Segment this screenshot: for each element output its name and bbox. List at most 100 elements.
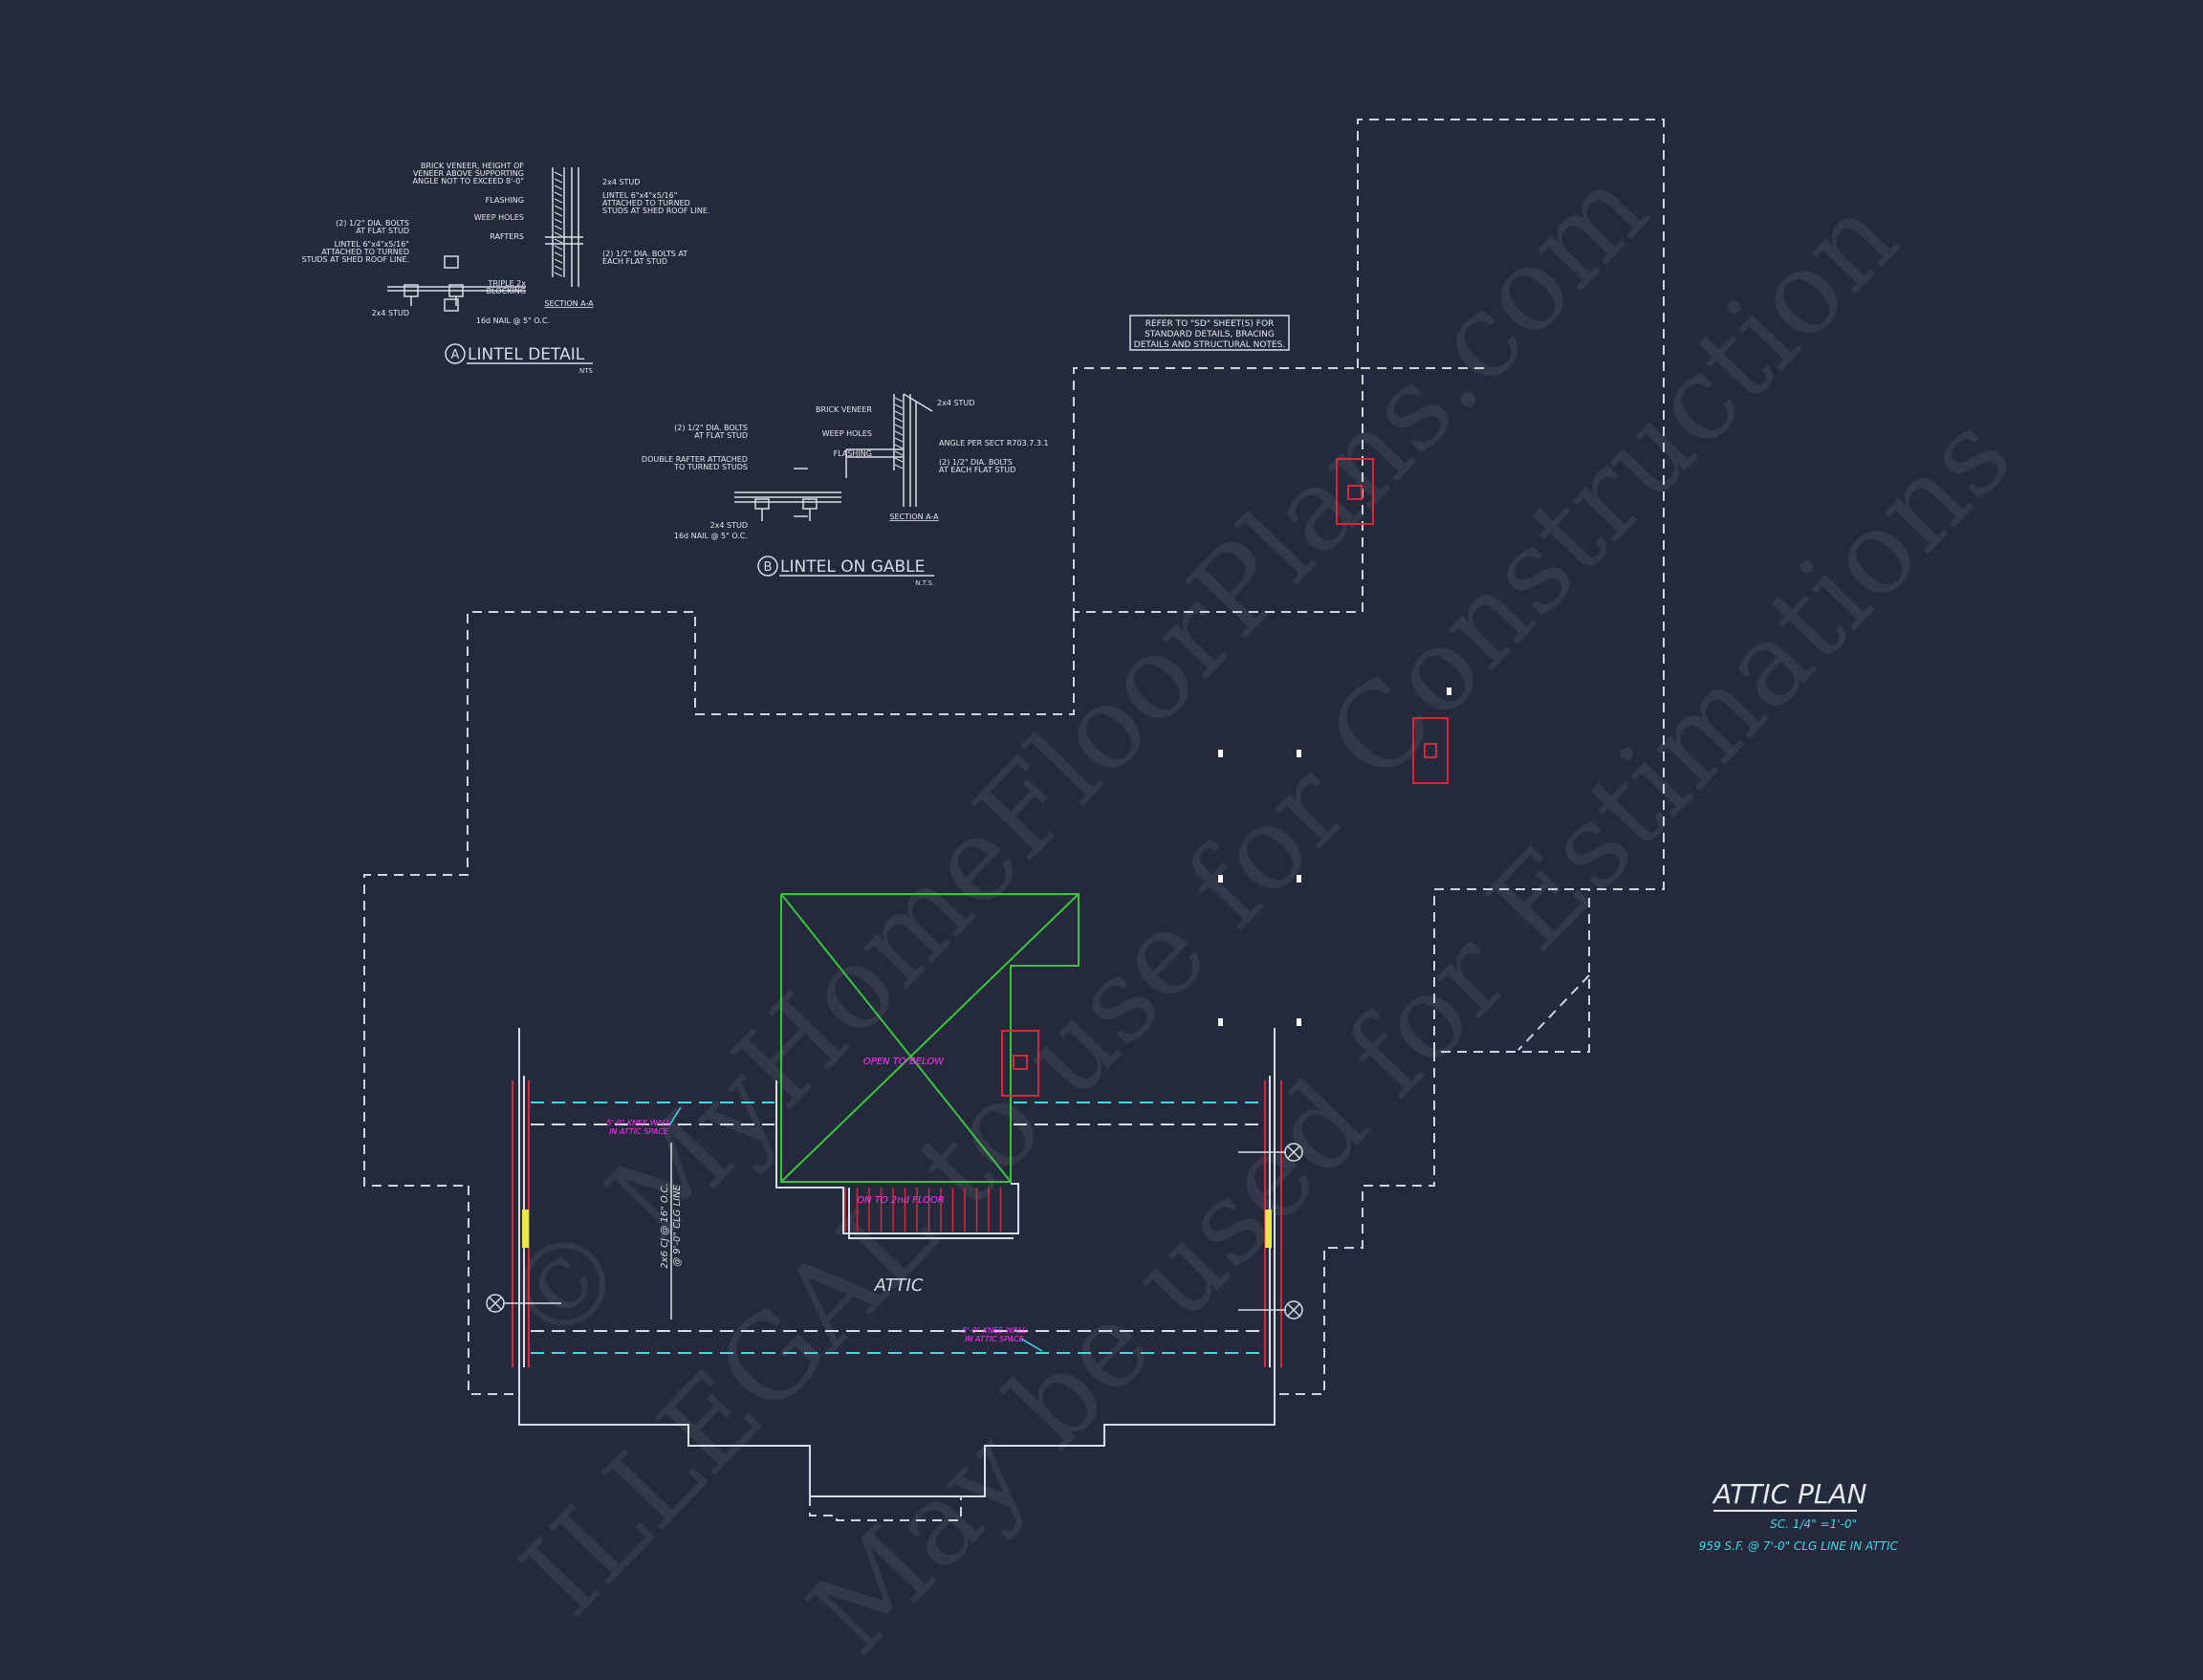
chimney-east bbox=[1412, 717, 1449, 784]
lintel-a-note-nail: 16d NAIL @ 5" O.C. bbox=[476, 316, 550, 325]
brick-hatch bbox=[554, 265, 563, 271]
roof-outline-east-tail bbox=[1517, 974, 1590, 1051]
lintel-a-note-bolts-1: (2) 1/2" DIA. BOLTS bbox=[336, 219, 409, 228]
roof-outline-left-lower bbox=[468, 1186, 519, 1395]
fixture-2 bbox=[1218, 750, 1223, 757]
exhaust-fan-east-bottom bbox=[1238, 1300, 1303, 1320]
lintel-a-note-stud-top: 2x4 STUD bbox=[602, 178, 640, 186]
lintel-b-notes-right: 2x4 STUD ANGLE PER SECT R703.7.3.1 (2) 1… bbox=[937, 399, 1049, 474]
lintel-detail-b: BRICK VENEER WEEP HOLES FLASHING (2) 1/2… bbox=[642, 393, 1049, 587]
gable-vent-west bbox=[522, 1210, 529, 1248]
lintel-a-note-stud: 2x4 STUD bbox=[372, 309, 409, 317]
lintel-b-note-veneer: BRICK VENEER bbox=[816, 405, 872, 414]
lintel-a-note-bolts-r-1: (2) 1/2" DIA. BOLTS AT bbox=[602, 250, 687, 258]
lintel-a-note-bolts-r-2: EACH FLAT STUD bbox=[602, 257, 667, 266]
joist-note-line-1: 2x6 CJ @ 16" O.C. bbox=[660, 1183, 670, 1268]
lintel-a-graphic bbox=[387, 167, 583, 312]
open-to-below-rail bbox=[775, 1080, 1019, 1234]
plan-area: 959 S.F. @ 7'-0" CLG LINE IN ATTIC bbox=[1699, 1539, 1899, 1553]
beam-note-top-line-2: IN ATTIC SPACE bbox=[609, 1127, 669, 1136]
roof-outline-mid-wing bbox=[1073, 367, 1484, 613]
brick-hatch bbox=[894, 444, 904, 449]
lintel-b-note-flashing: FLASHING bbox=[834, 449, 872, 458]
lintel-a-hatch bbox=[554, 171, 563, 277]
brick-hatch bbox=[894, 430, 904, 436]
roof-outline-north-wing bbox=[1357, 119, 1665, 1053]
lintel-a-note-lintel-r-3: STUDS AT SHED ROOF LINE. bbox=[602, 207, 709, 215]
lintel-b-note-angle: ANGLE PER SECT R703.7.3.1 bbox=[939, 439, 1049, 447]
lintel-b-mark: B bbox=[764, 560, 773, 575]
attic-wall-south bbox=[518, 1028, 1276, 1497]
knee-walls bbox=[531, 1102, 1264, 1354]
lintel-b-note-bolts-l-1: (2) 1/2" DIA. BOLTS bbox=[674, 424, 748, 432]
lintel-b-note-stud: 2x4 STUD bbox=[710, 521, 748, 530]
lintel-b-title: LINTEL ON GABLE bbox=[780, 557, 925, 577]
chimney-center-flue bbox=[1013, 1055, 1028, 1070]
lintel-a-note-veneer-3: ANGLE NOT TO EXCEED 8'-0" bbox=[413, 177, 524, 185]
lintel-b-scale: N.T.S. bbox=[915, 579, 934, 587]
fixture-5 bbox=[1297, 875, 1301, 883]
exhaust-fan-east-top bbox=[1238, 1143, 1303, 1162]
brick-hatch bbox=[894, 450, 904, 456]
brick-hatch bbox=[554, 191, 563, 197]
chimney-north-flue bbox=[1347, 485, 1363, 500]
fixture-1 bbox=[1447, 687, 1451, 695]
fixture-6 bbox=[1218, 1018, 1223, 1026]
fixture-3 bbox=[1297, 750, 1301, 757]
fixture-4 bbox=[1218, 875, 1223, 883]
lintel-b-mark-circle bbox=[757, 556, 778, 577]
lintel-a-notes-right: 2x4 STUD LINTEL 6"x4"x5/16" ATTACHED TO … bbox=[602, 178, 709, 266]
beam-note-top-line-1: 5'-0" KNEE WALL bbox=[606, 1119, 670, 1127]
brick-hatch bbox=[894, 424, 904, 429]
open-to-below bbox=[780, 893, 1080, 1183]
brick-hatch bbox=[554, 185, 563, 190]
brick-hatch bbox=[554, 211, 563, 217]
lintel-a-section-label: SECTION A-A bbox=[544, 299, 594, 308]
brick-hatch bbox=[554, 238, 563, 244]
brick-hatch bbox=[554, 198, 563, 204]
lintel-a-note-flashing: FLASHING bbox=[486, 196, 524, 205]
plan-scale: SC. 1/4" =1'-0" bbox=[1770, 1517, 1857, 1531]
brick-hatch bbox=[554, 171, 563, 177]
lintel-b-section-label: SECTION A-A bbox=[889, 513, 939, 521]
lintel-b-note-double-2: TO TURNED STUDS bbox=[673, 463, 748, 471]
stair-label: ON TO 2nd FLOOR bbox=[857, 1195, 945, 1206]
brick-hatch bbox=[554, 245, 563, 251]
lintel-b-note-bolts-r-1: (2) 1/2" DIA. BOLTS bbox=[939, 458, 1013, 467]
exhaust-fan-west bbox=[486, 1294, 561, 1313]
lintel-b-note-weep: WEEP HOLES bbox=[822, 429, 872, 438]
lintel-b-note-double-1: DOUBLE RAFTER ATTACHED bbox=[642, 455, 748, 464]
chimneys bbox=[1001, 458, 1449, 1097]
open-to-below-frame bbox=[775, 1080, 1019, 1239]
lintel-b-note-bolts-r-2: AT EACH FLAT STUD bbox=[939, 466, 1015, 474]
lintel-a-note-veneer-2: VENEER ABOVE SUPPORTING bbox=[413, 169, 524, 178]
beam-note-bottom-line-1: 5'-0" KNEE WALL bbox=[962, 1326, 1026, 1335]
brick-hatch bbox=[554, 205, 563, 210]
brick-hatch bbox=[894, 464, 904, 469]
lintel-a-note-rafters: RAFTERS bbox=[490, 232, 524, 241]
lintel-a-note-bolts-2: AT FLAT STUD bbox=[356, 227, 409, 235]
joist-note-line-2: @ 9'-0" CLG LINE bbox=[672, 1184, 683, 1267]
refer-note-line-3: DETAILS AND STRUCTURAL NOTES. bbox=[1134, 340, 1285, 350]
title-block: ATTIC PLAN SC. 1/4" =1'-0" 959 S.F. @ 7'… bbox=[1699, 1478, 1899, 1553]
lintel-b-note-stud-top: 2x4 STUD bbox=[937, 399, 974, 407]
brick-hatch bbox=[554, 251, 563, 257]
open-to-below-rail-inner bbox=[848, 1188, 1014, 1239]
plan-title: ATTIC PLAN bbox=[1712, 1478, 1867, 1510]
lintel-a-note-lintel-r-1: LINTEL 6"x4"x5/16" bbox=[602, 191, 677, 200]
open-to-below-label: OPEN TO BELOW bbox=[863, 1057, 945, 1067]
refer-note: REFER TO "SD" SHEET(S) FOR STANDARD DETA… bbox=[1129, 315, 1290, 351]
brick-hatch bbox=[894, 404, 904, 409]
beam-note-top-leader bbox=[668, 1106, 682, 1126]
brick-hatch bbox=[894, 410, 904, 416]
chimney-east-flue bbox=[1424, 743, 1437, 758]
refer-note-line-1: REFER TO "SD" SHEET(S) FOR bbox=[1145, 319, 1275, 329]
chimney-north bbox=[1336, 458, 1374, 525]
fixtures bbox=[1218, 687, 1451, 1026]
lintel-a-note-lintel-2: ATTACHED TO TURNED bbox=[321, 248, 409, 256]
attic-wall-south-dashed bbox=[809, 1496, 962, 1521]
brick-hatch bbox=[554, 272, 563, 277]
lintel-b-notes: BRICK VENEER WEEP HOLES FLASHING (2) 1/2… bbox=[642, 405, 873, 540]
stair bbox=[844, 1188, 1002, 1232]
